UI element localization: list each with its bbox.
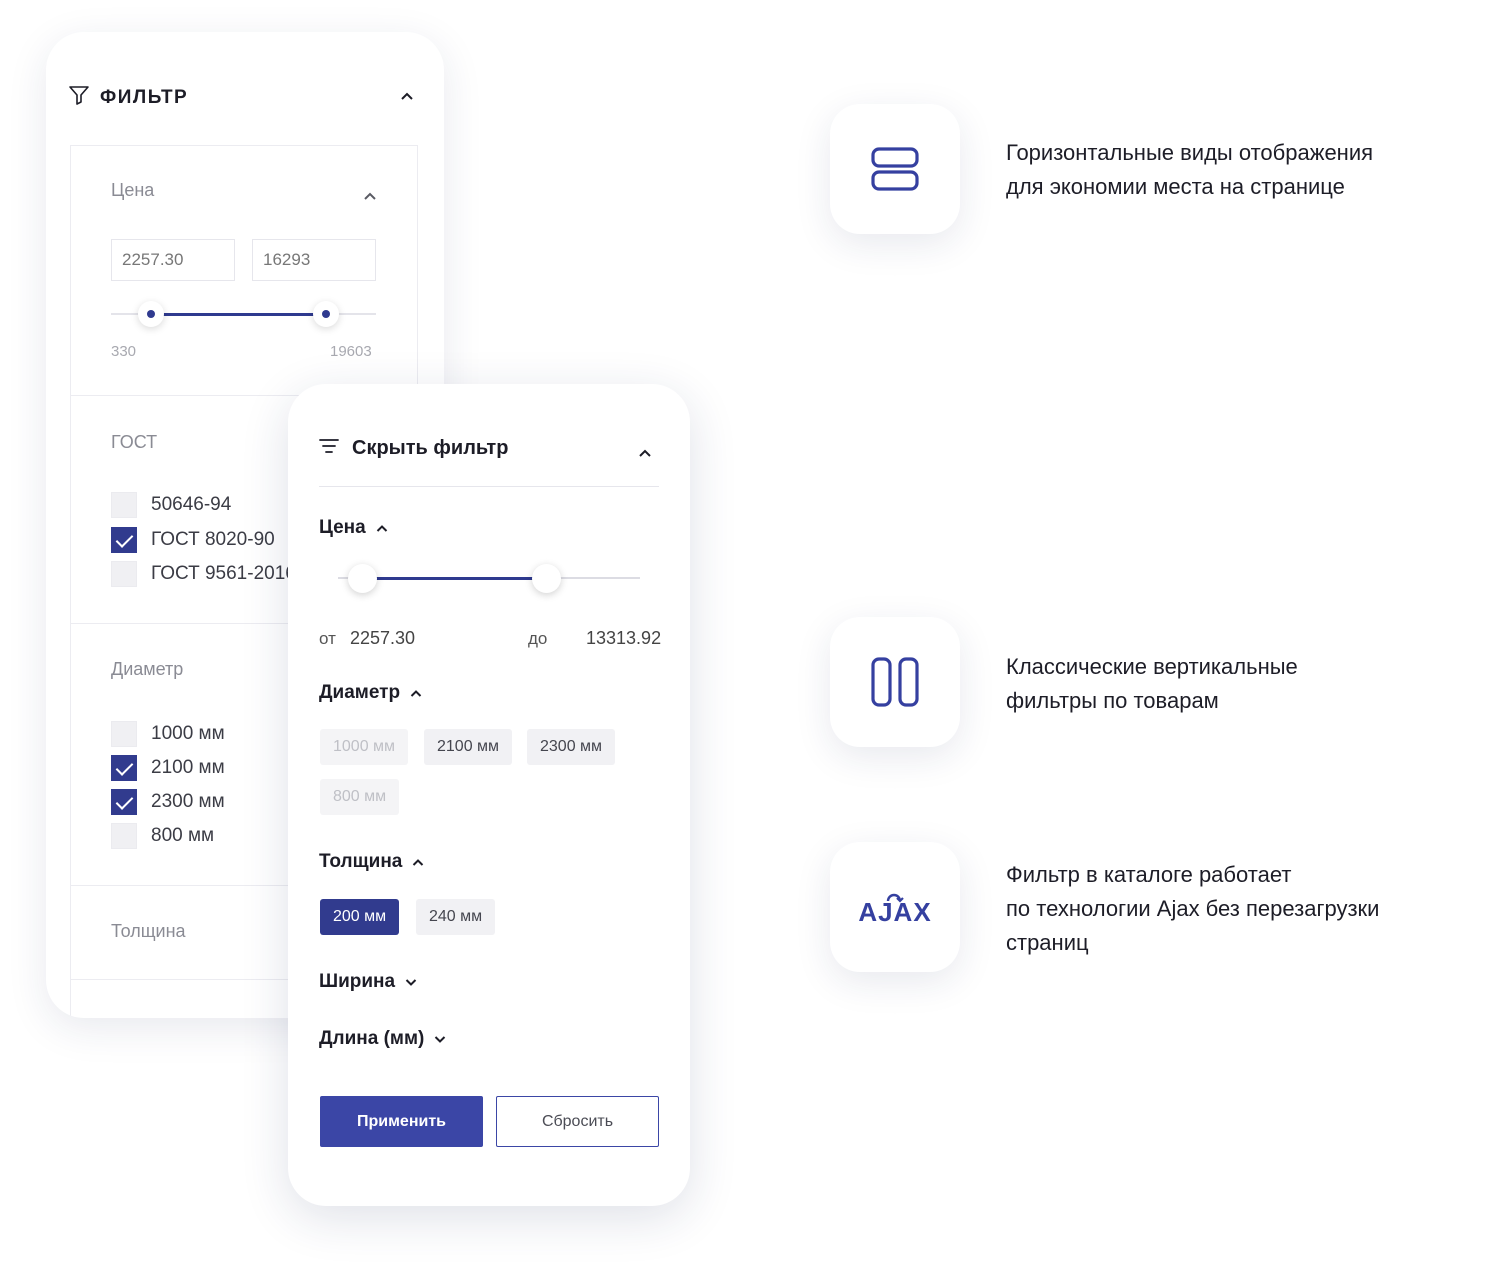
filter-funnel-icon bbox=[68, 84, 90, 111]
apply-button[interactable]: Применить bbox=[320, 1096, 483, 1147]
feature-line: Фильтр в каталоге работает bbox=[1006, 862, 1292, 887]
chevron-down-icon bbox=[435, 1035, 446, 1043]
feature-tile-horizontal bbox=[830, 104, 960, 234]
chevron-up-icon bbox=[413, 858, 424, 866]
option-label: 2300 мм bbox=[151, 791, 225, 812]
price-slider-min-handle[interactable] bbox=[137, 301, 164, 327]
sort-lines-icon bbox=[318, 437, 340, 460]
chevron-down-icon bbox=[405, 978, 417, 986]
feature-line: по технологии Ajax без перезагрузки bbox=[1006, 896, 1380, 921]
vertical-layout-icon bbox=[871, 657, 919, 707]
price-slider-fill bbox=[362, 577, 547, 580]
feature-line: фильтры по товарам bbox=[1006, 688, 1219, 713]
price-section-toggle[interactable]: Цена bbox=[319, 517, 388, 539]
diameter-section: Диаметр 1000 мм 2100 мм 2300 мм 800 мм bbox=[71, 624, 417, 886]
chevron-up-icon[interactable] bbox=[638, 445, 652, 463]
price-range-max: 19603 bbox=[330, 343, 372, 360]
feature-line: Классические вертикальные bbox=[1006, 654, 1298, 679]
feature-text-horizontal: Горизонтальные виды отображения для экон… bbox=[1006, 136, 1476, 204]
diameter-option[interactable]: 1000 мм bbox=[111, 721, 225, 747]
thickness-label: Толщина bbox=[319, 851, 403, 872]
price-slider-max-handle[interactable] bbox=[312, 301, 339, 327]
price-from-value[interactable]: 2257.30 bbox=[350, 628, 416, 648]
option-label: ГОСТ 9561-2016 bbox=[151, 563, 296, 584]
option-label: 2100 мм bbox=[151, 757, 225, 778]
thickness-label[interactable]: Толщина bbox=[111, 921, 186, 941]
gost-option[interactable]: ГОСТ 8020-90 bbox=[111, 527, 275, 553]
thickness-section-toggle[interactable]: Толщина bbox=[319, 851, 424, 873]
diameter-chip-disabled: 800 мм bbox=[320, 779, 400, 815]
price-min-input[interactable]: 2257.30 bbox=[111, 239, 235, 281]
feature-tile-vertical bbox=[830, 617, 960, 747]
horizontal-layout-icon bbox=[871, 147, 919, 191]
chevron-up-icon bbox=[410, 689, 422, 697]
gost-section: ГОСТ 50646-94 ГОСТ 8020-90 ГОСТ 9561-201… bbox=[71, 396, 417, 624]
hide-filter-title: Скрыть фильтр bbox=[352, 437, 509, 459]
length-section-toggle[interactable]: Длина (мм) bbox=[319, 1028, 446, 1050]
hide-filter-header[interactable]: Скрыть фильтр bbox=[318, 437, 508, 460]
price-to-value[interactable]: 13313.92 bbox=[586, 628, 662, 648]
gost-option[interactable]: 50646-94 bbox=[111, 492, 231, 518]
diameter-label: Диаметр bbox=[319, 682, 401, 703]
diameter-section-toggle[interactable]: Диаметр bbox=[319, 682, 422, 704]
diameter-option[interactable]: 2100 мм bbox=[111, 755, 225, 781]
width-section-toggle[interactable]: Ширина bbox=[319, 971, 417, 993]
checkbox-checked[interactable] bbox=[111, 789, 137, 815]
diameter-option[interactable]: 2300 мм bbox=[111, 789, 225, 815]
length-label: Длина (мм) bbox=[319, 1028, 425, 1049]
price-max-input[interactable]: 16293 bbox=[252, 239, 376, 281]
price-section: Цена 2257.30 16293 330 19603 bbox=[71, 146, 417, 396]
width-label: Ширина bbox=[319, 971, 396, 992]
price-label: Цена bbox=[111, 180, 155, 200]
price-slider-fill bbox=[150, 313, 326, 316]
option-label: ГОСТ 8020-90 bbox=[151, 529, 275, 550]
chevron-up-icon[interactable] bbox=[363, 188, 377, 206]
reset-button[interactable]: Сбросить bbox=[496, 1096, 659, 1147]
gost-label: ГОСТ bbox=[111, 432, 158, 452]
feature-line: страниц bbox=[1006, 930, 1089, 955]
chevron-up-icon[interactable] bbox=[400, 88, 414, 106]
price-range-min: 330 bbox=[111, 343, 137, 360]
feature-text-ajax: Фильтр в каталоге работает по технологии… bbox=[1006, 858, 1476, 960]
vertical-filter-header[interactable]: ФИЛЬТР bbox=[68, 84, 188, 111]
vertical-filter-title: ФИЛЬТР bbox=[100, 86, 189, 108]
checkbox[interactable] bbox=[111, 721, 137, 747]
diameter-chip-disabled: 1000 мм bbox=[320, 729, 409, 765]
compact-filter-card: Скрыть фильтр Цена от 2257.30 до 13313.9… bbox=[288, 384, 690, 1206]
price-from-label: от bbox=[319, 629, 336, 648]
diameter-option[interactable]: 800 мм bbox=[111, 823, 214, 849]
checkbox-checked[interactable] bbox=[111, 755, 137, 781]
option-label: 50646-94 bbox=[151, 494, 232, 515]
ajax-logo-icon: AJAX bbox=[858, 893, 931, 927]
price-to-label: до bbox=[528, 629, 548, 648]
feature-line: для экономии места на странице bbox=[1006, 174, 1345, 199]
diameter-label: Диаметр bbox=[111, 659, 184, 679]
feature-line: Горизонтальные виды отображения bbox=[1006, 140, 1374, 165]
divider bbox=[319, 486, 659, 487]
price-slider-max-handle[interactable] bbox=[531, 564, 561, 593]
checkbox[interactable] bbox=[111, 561, 137, 587]
chevron-up-icon bbox=[376, 524, 387, 532]
svg-text:AJAX: AJAX bbox=[858, 897, 931, 927]
thickness-chip-selected[interactable]: 200 мм bbox=[320, 899, 400, 935]
checkbox[interactable] bbox=[111, 823, 137, 849]
checkbox-checked[interactable] bbox=[111, 527, 137, 553]
price-label: Цена bbox=[319, 517, 366, 538]
diameter-chip[interactable]: 2300 мм bbox=[527, 729, 616, 765]
option-label: 1000 мм bbox=[151, 723, 225, 744]
option-label: 800 мм bbox=[151, 825, 215, 846]
thickness-section: Толщина bbox=[71, 886, 417, 980]
gost-option[interactable]: ГОСТ 9561-2016 bbox=[111, 561, 296, 587]
feature-text-vertical: Классические вертикальные фильтры по тов… bbox=[1006, 650, 1476, 718]
checkbox[interactable] bbox=[111, 492, 137, 518]
diameter-chip[interactable]: 2100 мм bbox=[424, 729, 513, 765]
thickness-chip[interactable]: 240 мм bbox=[416, 899, 496, 935]
price-slider-min-handle[interactable] bbox=[347, 564, 377, 593]
vertical-filter-body: Цена 2257.30 16293 330 19603 ГОСТ 50646-… bbox=[70, 145, 418, 1018]
feature-tile-ajax: AJAX bbox=[830, 842, 960, 972]
